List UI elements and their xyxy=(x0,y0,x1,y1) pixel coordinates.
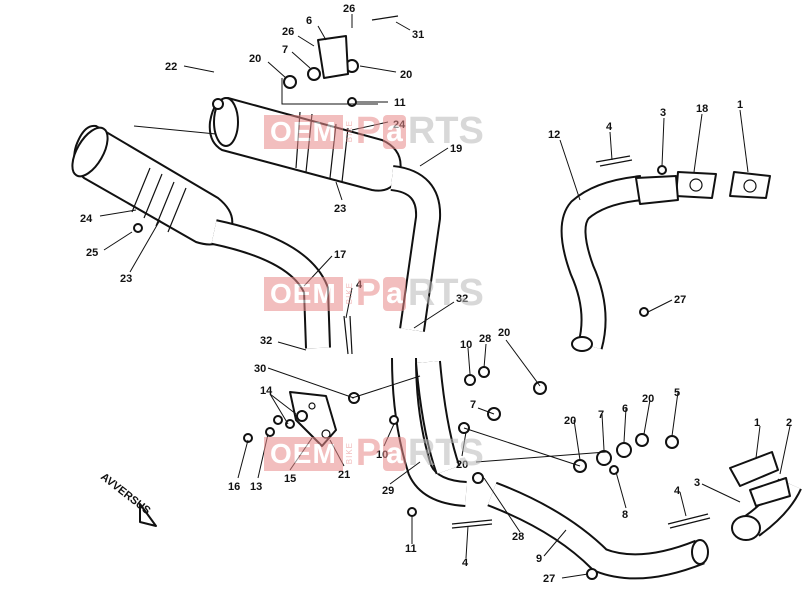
callout-27: 27 xyxy=(674,294,686,306)
callout-10: 10 xyxy=(376,449,388,461)
callout-27: 27 xyxy=(543,573,555,585)
callout-24: 24 xyxy=(80,213,93,225)
callout-7: 7 xyxy=(598,409,604,421)
pipe-17 xyxy=(211,219,331,349)
callout-26: 26 xyxy=(282,26,294,38)
callout-17: 17 xyxy=(334,249,346,261)
callout-labels: 6 26 26 31 20 7 20 22 11 24 19 23 24 25 … xyxy=(80,3,792,585)
callout-4: 4 xyxy=(674,485,681,497)
callout-10: 10 xyxy=(460,339,472,351)
header-pipe-12 xyxy=(560,175,644,352)
callout-28: 28 xyxy=(512,531,524,543)
callout-16: 16 xyxy=(228,481,240,493)
callout-8: 8 xyxy=(622,509,628,521)
callout-21: 21 xyxy=(338,469,350,481)
callout-4: 4 xyxy=(606,121,613,133)
callout-15: 15 xyxy=(284,473,296,485)
callout-4: 4 xyxy=(462,557,469,569)
callout-12: 12 xyxy=(548,129,560,141)
callout-32: 32 xyxy=(260,335,272,347)
callout-7: 7 xyxy=(282,44,288,56)
upper-muffler xyxy=(208,97,402,192)
direction-label: AVVERSUS xyxy=(98,471,152,517)
callout-1: 1 xyxy=(754,417,760,429)
callout-3: 3 xyxy=(694,477,700,489)
callout-32: 32 xyxy=(456,293,468,305)
callout-13: 13 xyxy=(250,481,262,493)
alignment-lines xyxy=(133,78,607,467)
callout-23: 23 xyxy=(334,203,346,215)
callout-4: 4 xyxy=(356,279,363,291)
callout-2: 2 xyxy=(786,417,792,429)
fasteners xyxy=(133,59,679,580)
direction-arrow: AVVERSUS xyxy=(98,471,157,527)
lower-muffler xyxy=(71,124,234,246)
callout-5: 5 xyxy=(674,387,680,399)
y-pipe-29 xyxy=(391,357,468,507)
callout-6: 6 xyxy=(622,403,628,415)
lower-pipe-9 xyxy=(487,481,709,580)
callout-11: 11 xyxy=(394,97,406,109)
callout-19: 19 xyxy=(450,143,462,155)
callout-7: 7 xyxy=(470,399,476,411)
callout-14: 14 xyxy=(260,385,273,397)
flanges-top-right xyxy=(635,171,771,205)
callout-30: 30 xyxy=(254,363,266,375)
callout-24: 24 xyxy=(393,119,406,131)
callout-26: 26 xyxy=(343,3,355,15)
callout-20: 20 xyxy=(400,69,412,81)
callout-20: 20 xyxy=(249,53,261,65)
leader-lines xyxy=(99,14,791,579)
callout-3: 3 xyxy=(660,107,666,119)
callout-20: 20 xyxy=(498,327,510,339)
callout-28: 28 xyxy=(479,333,491,345)
callout-6: 6 xyxy=(306,15,312,27)
callout-20: 20 xyxy=(456,459,468,471)
callout-11: 11 xyxy=(405,543,417,555)
callout-1: 1 xyxy=(737,99,743,111)
callout-25: 25 xyxy=(86,247,98,259)
callout-23: 23 xyxy=(120,273,132,285)
lower-right-header xyxy=(729,451,802,541)
callout-22: 22 xyxy=(165,61,177,73)
springs xyxy=(343,155,711,529)
pipe-19 xyxy=(389,165,442,332)
callout-9: 9 xyxy=(536,553,542,565)
callout-20: 20 xyxy=(564,415,576,427)
callout-29: 29 xyxy=(382,485,394,497)
callout-18: 18 xyxy=(696,103,708,115)
callout-31: 31 xyxy=(412,29,424,41)
callout-20: 20 xyxy=(642,393,654,405)
top-clamp-bracket xyxy=(317,15,399,79)
